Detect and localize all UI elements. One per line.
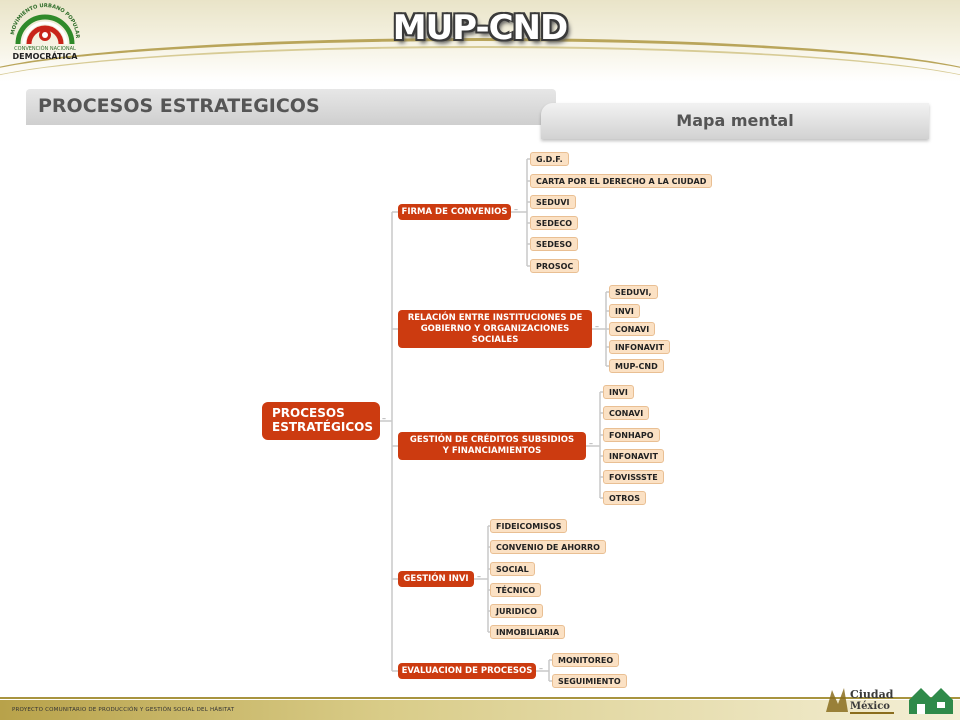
header-arc-inner: [0, 46, 960, 138]
leaf-sedeso[interactable]: SEDESO: [530, 237, 578, 251]
branch-relacion-instituciones[interactable]: RELACIÓN ENTRE INSTITUCIONES DE GOBIERNO…: [398, 310, 592, 348]
collapse-minus-icon[interactable]: –: [514, 205, 518, 214]
leaf-inmobiliaria[interactable]: INMOBILIARIA: [490, 625, 566, 639]
collapse-minus-icon[interactable]: –: [382, 414, 386, 423]
leaf-conavi[interactable]: CONAVI: [609, 322, 656, 336]
leaf-convenio-ahorro[interactable]: CONVENIO DE AHORRO: [490, 540, 606, 554]
leaf-fonhapo[interactable]: FONHAPO: [603, 428, 660, 442]
leaf-infonavit[interactable]: INFONAVIT: [609, 340, 670, 354]
header-arc: [0, 38, 960, 131]
collapse-minus-icon[interactable]: –: [477, 572, 481, 581]
leaf-seguimiento[interactable]: SEGUIMIENTO: [552, 674, 627, 688]
branch-evaluacion-procesos[interactable]: EVALUACION DE PROCESOS: [398, 663, 536, 679]
mindmap-root[interactable]: PROCESOS ESTRATÉGICOS: [262, 402, 380, 440]
leaf-tecnico[interactable]: TÉCNICO: [490, 583, 542, 597]
leaf-carta-derecho[interactable]: CARTA POR EL DERECHO A LA CIUDAD: [530, 174, 713, 188]
leaf-gdf[interactable]: G.D.F.: [530, 152, 569, 166]
branch-gestion-invi[interactable]: GESTIÓN INVI: [398, 571, 474, 587]
logo-city-line1: Ciudad: [850, 688, 894, 701]
leaf-sedeco[interactable]: SEDECO: [530, 216, 579, 230]
leaf-invi[interactable]: INVI: [609, 304, 640, 318]
collapse-minus-icon[interactable]: –: [539, 664, 543, 673]
leaf-mup-cnd[interactable]: MUP-CND: [609, 359, 664, 373]
leaf-fideicomisos[interactable]: FIDEICOMISOS: [490, 519, 568, 533]
section-bar: [26, 89, 556, 125]
houses-logo-icon: [909, 688, 953, 714]
logo-city-line2: México: [850, 701, 890, 712]
leaf-otros[interactable]: OTROS: [603, 491, 646, 505]
leaf-seduvi-2[interactable]: SEDUVI,: [609, 285, 658, 299]
logo-line1: CONVENCIÓN NACIONAL: [14, 46, 76, 52]
leaf-fovissste[interactable]: FOVISSSTE: [603, 470, 664, 484]
leaf-infonavit-3[interactable]: INFONAVIT: [603, 449, 664, 463]
collapse-minus-icon[interactable]: –: [589, 439, 593, 448]
branch-gestion-creditos[interactable]: GESTIÓN DE CRÉDITOS SUBSIDIOS Y FINANCIA…: [398, 432, 586, 460]
footer-band: [0, 700, 960, 720]
leaf-invi-3[interactable]: INVI: [603, 385, 634, 399]
footer-text: PROYECTO COMUNITARIO DE PRODUCCIÓN Y GES…: [12, 707, 235, 713]
leaf-monitoreo[interactable]: MONITOREO: [552, 653, 620, 667]
leaf-prosoc[interactable]: PROSOC: [530, 259, 580, 273]
footer-rule: [0, 697, 960, 699]
ciudad-mexico-logo-icon: Ciudad México: [826, 688, 894, 714]
section-title: PROCESOS ESTRATEGICOS: [38, 95, 320, 117]
collapse-minus-icon[interactable]: –: [595, 322, 599, 331]
leaf-social[interactable]: SOCIAL: [490, 562, 535, 576]
leaf-conavi-3[interactable]: CONAVI: [603, 406, 650, 420]
leaf-seduvi[interactable]: SEDUVI: [530, 195, 576, 209]
logo-line2: DEMOCRÁTICA: [12, 52, 78, 61]
leaf-juridico[interactable]: JURIDICO: [490, 604, 543, 618]
tab-mapa-mental[interactable]: [541, 103, 929, 139]
page-title: MUP-CND: [392, 8, 569, 48]
branch-firma-de-convenios[interactable]: FIRMA DE CONVENIOS: [398, 204, 511, 220]
tab-label: Mapa mental: [676, 111, 794, 130]
mup-logo-icon: MOVIMIENTO URBANO POPULAR: [10, 3, 80, 45]
